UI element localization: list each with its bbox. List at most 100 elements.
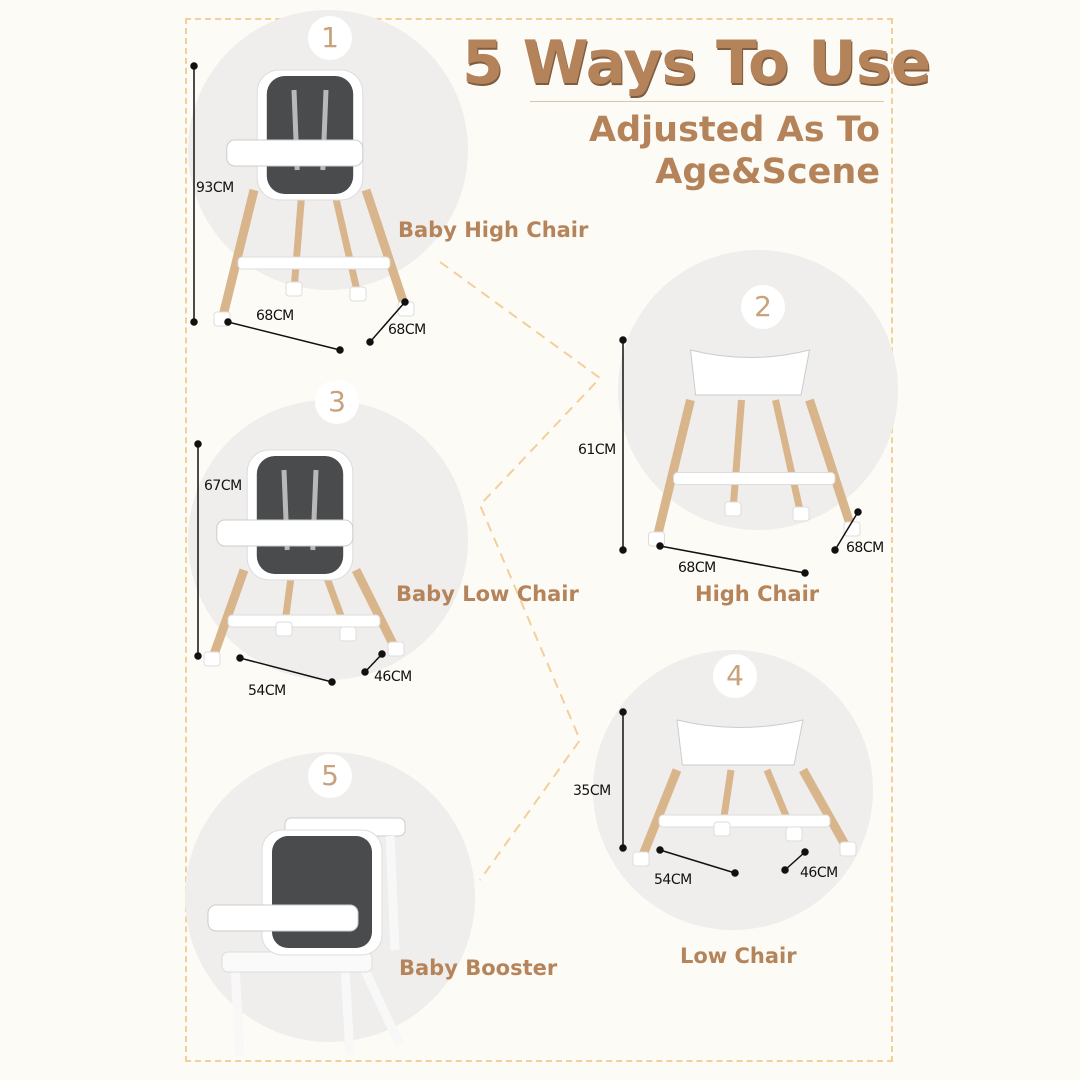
dining-chair-leg <box>340 967 355 1056</box>
mode-4-width-line-end <box>731 869 739 877</box>
foot-cap <box>724 501 742 517</box>
mode-4-height-line-end <box>619 844 627 852</box>
mode-1-depth-line-end <box>401 298 409 306</box>
footrest <box>227 614 381 628</box>
mode-2-depth-line-end <box>854 508 862 516</box>
foot-cap <box>785 826 803 842</box>
page-title: 5 Ways To Use <box>462 28 931 98</box>
mode-2-height-line-end <box>619 336 627 344</box>
mode-3-depth: 46CM <box>374 669 412 685</box>
foot-cap <box>203 651 221 667</box>
mode-1-depth-line-end <box>366 338 374 346</box>
leg <box>217 188 259 322</box>
mode-1-width: 68CM <box>256 308 294 324</box>
mode-3-width-line-end <box>328 678 336 686</box>
mode-3-height-line-end <box>194 652 202 660</box>
mode-5-label: Baby Booster <box>399 956 558 980</box>
leg <box>772 399 805 516</box>
foot-cap <box>339 626 357 642</box>
foot-cap <box>792 506 810 522</box>
subtitle-line-2: Age&Scene <box>655 152 880 192</box>
dining-chair-leg <box>230 967 245 1056</box>
leg <box>290 189 306 291</box>
mode-4-width-line-end <box>656 846 664 854</box>
mode-3-width-line <box>239 657 333 683</box>
dining-chair-leg <box>385 835 400 951</box>
foot-cap <box>285 281 303 297</box>
mode-4-width-line <box>659 849 736 874</box>
foot-cap <box>839 841 857 857</box>
mode-2-depth-line <box>834 511 859 551</box>
foot-cap <box>632 851 650 867</box>
leg <box>351 567 401 653</box>
mode-4-height: 35CM <box>573 783 611 799</box>
mode-4-depth-line-end <box>801 848 809 856</box>
foot-cap <box>387 641 405 657</box>
mode-2-width-line-end <box>801 569 809 577</box>
title-divider <box>530 101 884 102</box>
leg <box>361 188 411 312</box>
leg <box>330 189 362 296</box>
mode-2-label: High Chair <box>695 582 820 606</box>
dashed-frame <box>185 18 893 1062</box>
mode-3-width: 54CM <box>248 683 286 699</box>
mode-1-height: 93CM <box>196 180 234 196</box>
footrest <box>673 472 836 485</box>
mode-2-height-line-end <box>619 546 627 554</box>
mode-3-depth-line-end <box>361 668 369 676</box>
mode-3-number: 3 <box>315 380 359 424</box>
mode-1-depth: 68CM <box>388 322 426 338</box>
seat <box>689 349 811 396</box>
mode-3-width-line-end <box>236 654 244 662</box>
connector-line <box>439 261 602 881</box>
baby-low-chair-illustration <box>203 449 405 667</box>
leg <box>799 767 852 853</box>
mode-1-number: 1 <box>308 16 352 60</box>
mode-3-label: Baby Low Chair <box>396 582 579 606</box>
leg <box>805 398 857 532</box>
mode-1-width-line <box>227 321 341 351</box>
footrest <box>237 256 391 270</box>
mode-3-height: 67CM <box>204 478 242 494</box>
subtitle-line-1: Adjusted As To <box>589 110 880 150</box>
mode-1-label: Baby High Chair <box>398 218 589 242</box>
mode-4-depth: 46CM <box>800 865 838 881</box>
booster-tray <box>207 904 359 932</box>
mode-2-number: 2 <box>741 285 785 329</box>
foot-cap <box>349 286 367 302</box>
mode-3-height-line-end <box>194 440 202 448</box>
leg <box>636 768 682 862</box>
mode-4-depth-line <box>784 851 806 871</box>
dining-chair-leg <box>355 958 405 1047</box>
mode-1-depth-line <box>369 301 406 343</box>
mode-2-depth: 68CM <box>846 540 884 556</box>
mode-3-depth-line-end <box>378 650 386 658</box>
mode-2-depth-line-end <box>831 546 839 554</box>
low-chair-illustration <box>632 719 857 867</box>
mode-2-height: 61CM <box>578 442 616 458</box>
mode-4-number: 4 <box>713 654 757 698</box>
leg <box>652 398 695 542</box>
foot-cap <box>843 521 861 537</box>
mode-2-width: 68CM <box>678 560 716 576</box>
foot-cap <box>275 621 293 637</box>
tray <box>226 139 364 167</box>
mode-4-label: Low Chair <box>680 944 797 968</box>
mode-1-width-line-end <box>224 318 232 326</box>
footrest <box>658 814 831 828</box>
leg <box>729 399 745 511</box>
mode-1-width-line-end <box>336 346 344 354</box>
mode-1-height-line-end <box>190 62 198 70</box>
baby-high-chair-illustration <box>213 69 415 327</box>
seat-cushion <box>256 456 344 574</box>
high-chair-illustration <box>648 349 861 547</box>
foot-cap <box>713 821 731 837</box>
tray <box>216 519 354 547</box>
leg <box>207 568 249 662</box>
mode-4-width: 54CM <box>654 872 692 888</box>
mode-2-width-line-end <box>656 542 664 550</box>
mode-4-height-line-end <box>619 708 627 716</box>
baby-booster-illustration <box>207 817 406 1056</box>
mode-2-width-line <box>659 545 806 574</box>
